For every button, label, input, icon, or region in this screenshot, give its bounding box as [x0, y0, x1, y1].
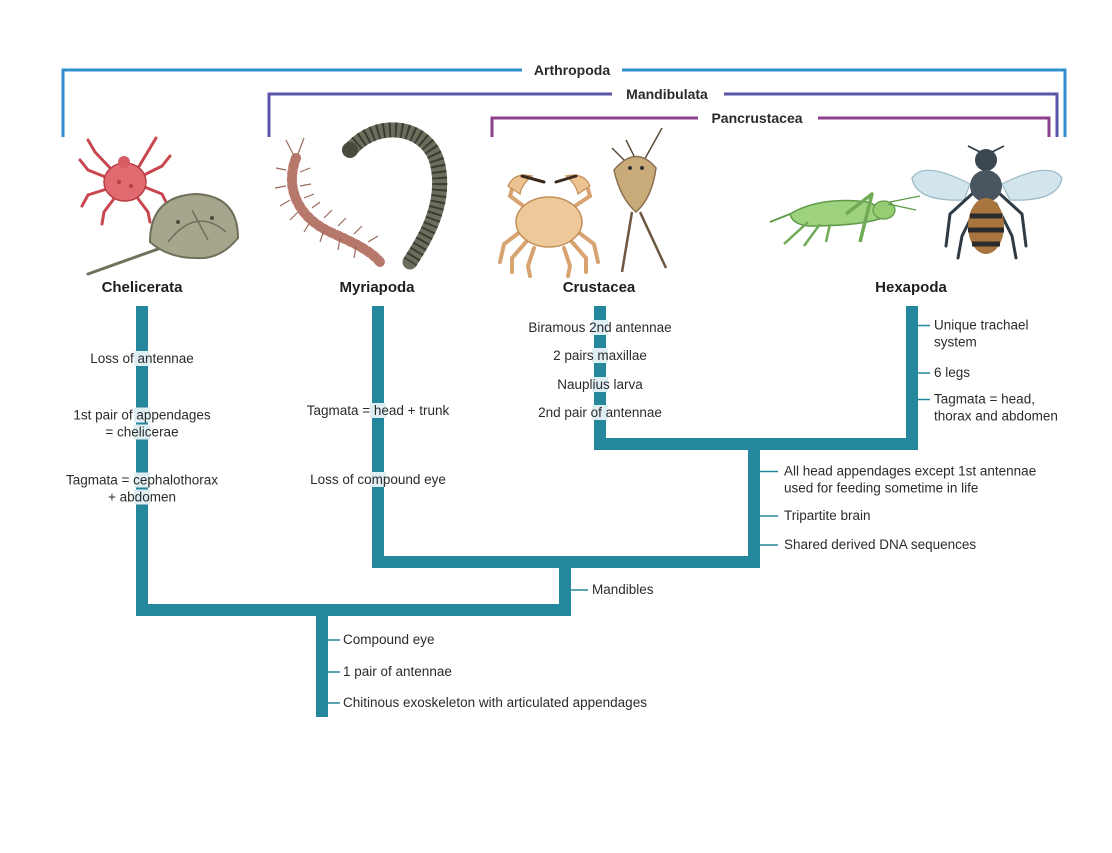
trait-crustacea-3-line-1: Nauplius larva [557, 377, 643, 392]
bee-icon [911, 145, 1063, 260]
trait-crustacea-3: Nauplius larva [557, 377, 643, 392]
taxon-label-crustacea: Crustacea [563, 279, 636, 296]
centipede-icon [274, 137, 385, 267]
trait-hexapoda-2: 6 legs [912, 365, 970, 380]
trait-arthropoda-2: 1 pair of antennae [322, 664, 452, 679]
trait-myriapoda-2: Loss of compound eye [310, 472, 446, 487]
tadpole-shrimp-icon [611, 127, 668, 273]
trait-chelicerata-2-line-2: = chelicerae [105, 425, 178, 440]
trait-hexapoda-3-line-1: Tagmata = head, [934, 392, 1035, 407]
trait-hexapoda-1: Unique trachael system [912, 318, 1029, 350]
crab-icon [498, 174, 600, 278]
bracket-arthropoda: Arthropoda [61, 61, 1067, 137]
trait-hexapoda-2-line-1: 6 legs [934, 365, 970, 380]
horseshoe-crab-icon [86, 192, 240, 276]
trait-hexapoda-1-line-2: system [934, 335, 977, 350]
trait-myriapoda-2-line-1: Loss of compound eye [310, 472, 446, 487]
trait-chelicerata-2: 1st pair of appendages = chelicerae [73, 407, 211, 440]
trait-pancrustacea-2: Tripartite brain [754, 508, 871, 523]
trait-chelicerata-1: Loss of antennae [90, 351, 194, 366]
trait-chelicerata-3-line-2: + abdomen [108, 490, 176, 505]
trait-chelicerata-3-line-1: Tagmata = cephalothorax [66, 473, 218, 488]
trait-arthropoda-2-line-1: 1 pair of antennae [343, 664, 452, 679]
trait-labels: Loss of antennae 1st pair of appendages = … [66, 318, 1058, 711]
trait-hexapoda-3: Tagmata = head, thorax and abdomen [912, 392, 1058, 424]
trait-arthropoda-1-line-1: Compound eye [343, 632, 435, 647]
trait-chelicerata-1-line-1: Loss of antennae [90, 351, 194, 366]
stem-pancrustacea [748, 438, 760, 568]
mite-icon [78, 136, 172, 226]
trait-hexapoda-3-line-2: thorax and abdomen [934, 409, 1058, 424]
trait-myriapoda-1: Tagmata = head + trunk [307, 403, 450, 418]
trait-myriapoda-1-line-1: Tagmata = head + trunk [307, 403, 450, 418]
taxon-label-myriapoda: Myriapoda [339, 279, 415, 296]
bracket-mandibulata: Mandibulata [267, 85, 1059, 137]
branch-myriapoda [372, 306, 384, 568]
trait-chelicerata-2-line-1: 1st pair of appendages [73, 408, 211, 423]
trait-crustacea-4-line-1: 2nd pair of antennae [538, 405, 662, 420]
trait-crustacea-1: Biramous 2nd antennae [528, 320, 672, 335]
trait-crustacea-4: 2nd pair of antennae [538, 405, 662, 420]
trait-crustacea-1-line-1: Biramous 2nd antennae [528, 320, 671, 335]
trait-chelicerata-3: Tagmata = cephalothorax + abdomen [66, 472, 218, 505]
stem-arthropoda [316, 604, 328, 717]
trait-arthropoda-3-line-1: Chitinous exoskeleton with articulated a… [343, 695, 647, 710]
trait-pancrustacea-2-line-1: Tripartite brain [784, 508, 871, 523]
trait-crustacea-2-line-1: 2 pairs maxillae [553, 348, 647, 363]
branch-chelicerata [136, 306, 148, 616]
bracket-label-pancrustacea: Pancrustacea [711, 110, 802, 126]
cladogram-tree [136, 306, 918, 717]
bracket-pancrustacea: Pancrustacea [490, 109, 1051, 137]
stem-mandibulata [559, 556, 571, 616]
millipede-icon [342, 122, 448, 270]
join-arthropoda [136, 604, 571, 616]
trait-mandibulata-1: Mandibles [565, 582, 654, 597]
branch-hexapoda [906, 306, 918, 450]
trait-pancrustacea-1-line-2: used for feeding sometime in life [784, 481, 978, 496]
trait-pancrustacea-3-line-1: Shared derived DNA sequences [784, 537, 976, 552]
taxon-label-chelicerata: Chelicerata [102, 279, 184, 296]
trait-pancrustacea-3: Shared derived DNA sequences [754, 537, 976, 552]
trait-arthropoda-1: Compound eye [322, 632, 435, 647]
bracket-label-mandibulata: Mandibulata [626, 86, 708, 102]
trait-pancrustacea-1: All head appendages except 1st antennae u… [754, 464, 1036, 496]
bracket-label-arthropoda: Arthropoda [534, 62, 610, 78]
trait-pancrustacea-1-line-1: All head appendages except 1st antennae [784, 464, 1036, 479]
trait-crustacea-2: 2 pairs maxillae [553, 348, 647, 363]
taxon-label-hexapoda: Hexapoda [875, 279, 947, 296]
trait-arthropoda-3: Chitinous exoskeleton with articulated a… [322, 695, 647, 710]
trait-mandibulata-1-line-1: Mandibles [592, 582, 654, 597]
trait-hexapoda-1-line-1: Unique trachael [934, 318, 1029, 333]
grasshopper-icon [769, 192, 921, 247]
